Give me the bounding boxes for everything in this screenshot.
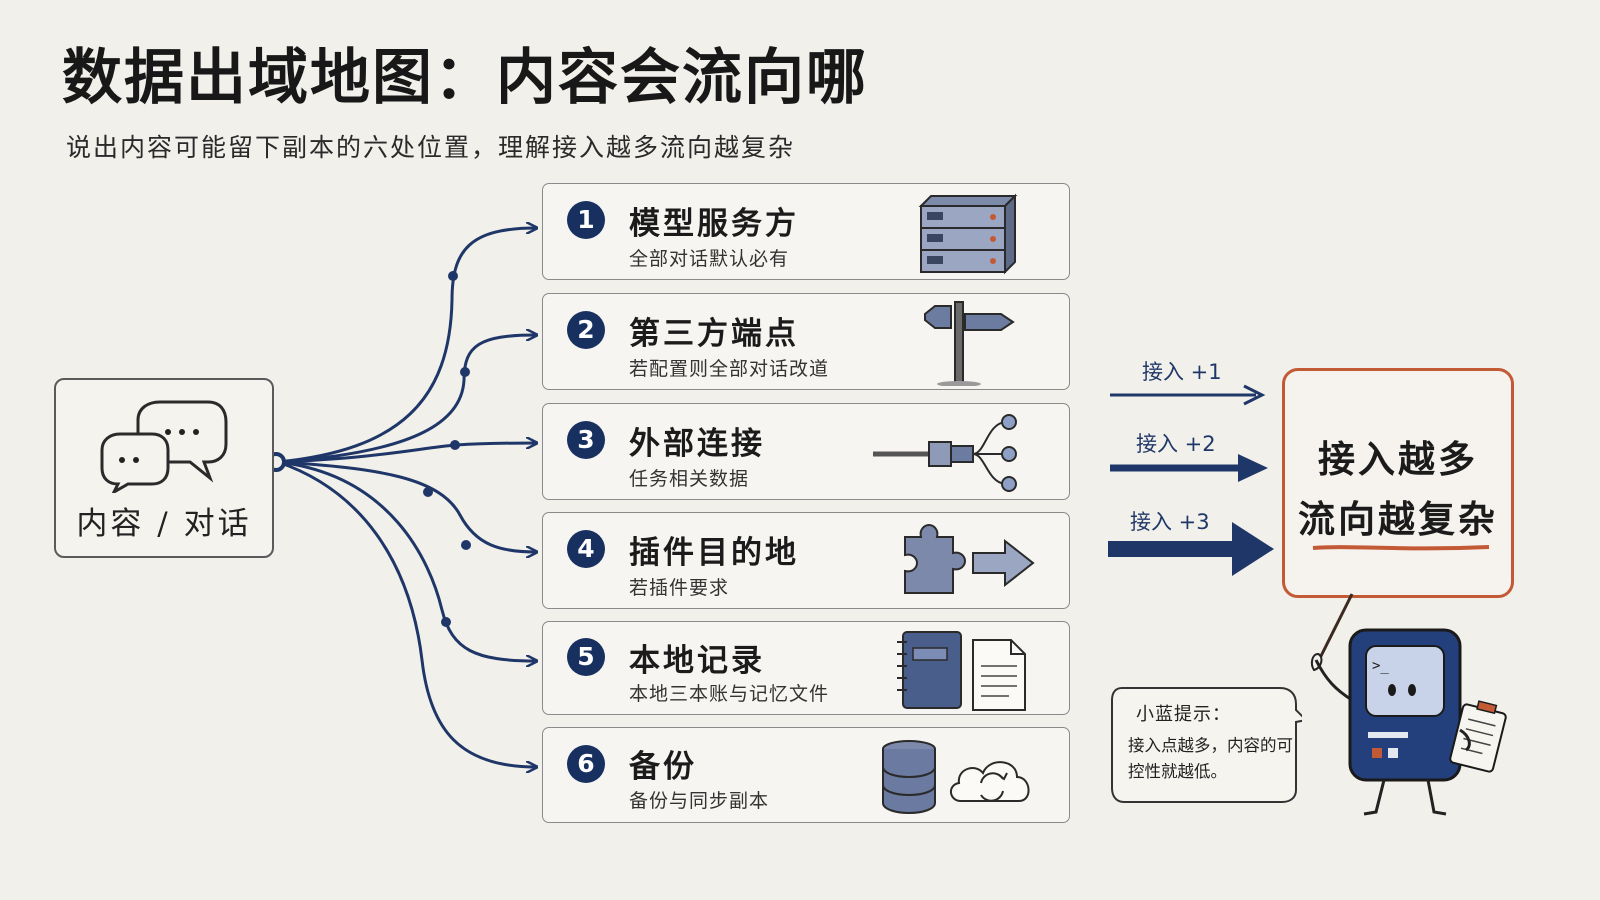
destination-card-5: 5 本地记录 本地三本账与记忆文件: [542, 621, 1070, 715]
signpost-icon: [924, 301, 1015, 386]
destination-card-6: 6 备份 备份与同步副本: [542, 727, 1070, 823]
card-number-5: 5: [567, 638, 605, 676]
database-cloud-icon: [882, 740, 1030, 815]
flow-line-4: [277, 460, 536, 552]
source-box: 内容 / 对话: [54, 378, 274, 558]
flow-line-5: [277, 460, 536, 661]
puzzle-arrow-icon: [904, 523, 1035, 594]
chat-bubbles-icon: [100, 400, 228, 493]
arrow-label-3: 接入 +3: [1130, 510, 1210, 534]
card-title-4: 插件目的地: [629, 535, 799, 571]
source-label: 内容 / 对话: [76, 506, 252, 542]
destination-card-4: 4 插件目的地 若插件要求: [542, 512, 1070, 609]
card-number-6: 6: [567, 745, 605, 783]
flow-line-3: [277, 443, 536, 464]
card-desc-5: 本地三本账与记忆文件: [629, 683, 830, 705]
server-rack-icon: [918, 193, 1018, 275]
destination-card-1: 1 模型服务方 全部对话默认必有: [542, 183, 1070, 280]
result-line-2: 流向越复杂: [1298, 497, 1498, 541]
arrow-label-2: 接入 +2: [1136, 432, 1216, 456]
card-desc-3: 任务相关数据: [629, 468, 750, 490]
page-title: 数据出域地图：内容会流向哪: [62, 43, 868, 113]
flow-line-2: [277, 335, 536, 464]
result-line-1: 接入越多: [1318, 437, 1478, 481]
result-underline: [1312, 545, 1490, 551]
result-box: 接入越多 流向越复杂: [1282, 368, 1514, 598]
card-title-2: 第三方端点: [629, 316, 799, 352]
card-desc-6: 备份与同步副本: [629, 790, 770, 812]
card-title-6: 备份: [629, 749, 697, 785]
card-number-3: 3: [567, 421, 605, 459]
connector-plug-icon: [873, 414, 1017, 492]
card-number-2: 2: [567, 311, 605, 349]
card-desc-2: 若配置则全部对话改道: [629, 358, 830, 380]
destination-card-3: 3 外部连接 任务相关数据: [542, 403, 1070, 500]
notebook-document-icon: [897, 631, 1026, 711]
card-desc-4: 若插件要求: [629, 577, 730, 599]
card-title-1: 模型服务方: [629, 206, 799, 242]
tip-text: 接入点越多，内容的可控性就越低。: [1128, 736, 1293, 781]
arrow-label-1: 接入 +1: [1142, 360, 1222, 384]
svg-text:>_: >_: [1372, 658, 1389, 674]
flow-line-1: [277, 228, 536, 464]
mascot-robot-icon: >_: [1310, 593, 1507, 816]
card-number-4: 4: [567, 530, 605, 568]
destination-card-2: 2 第三方端点 若配置则全部对话改道: [542, 293, 1070, 390]
tip-bubble: [1111, 687, 1302, 803]
card-title-5: 本地记录: [629, 643, 765, 679]
flow-line-6: [277, 460, 536, 767]
card-number-1: 1: [567, 201, 605, 239]
page-subtitle: 说出内容可能留下副本的六处位置，理解接入越多流向越复杂: [66, 133, 796, 162]
tip-title: 小蓝提示：: [1136, 704, 1231, 725]
card-desc-1: 全部对话默认必有: [629, 248, 790, 270]
card-title-3: 外部连接: [629, 426, 765, 462]
